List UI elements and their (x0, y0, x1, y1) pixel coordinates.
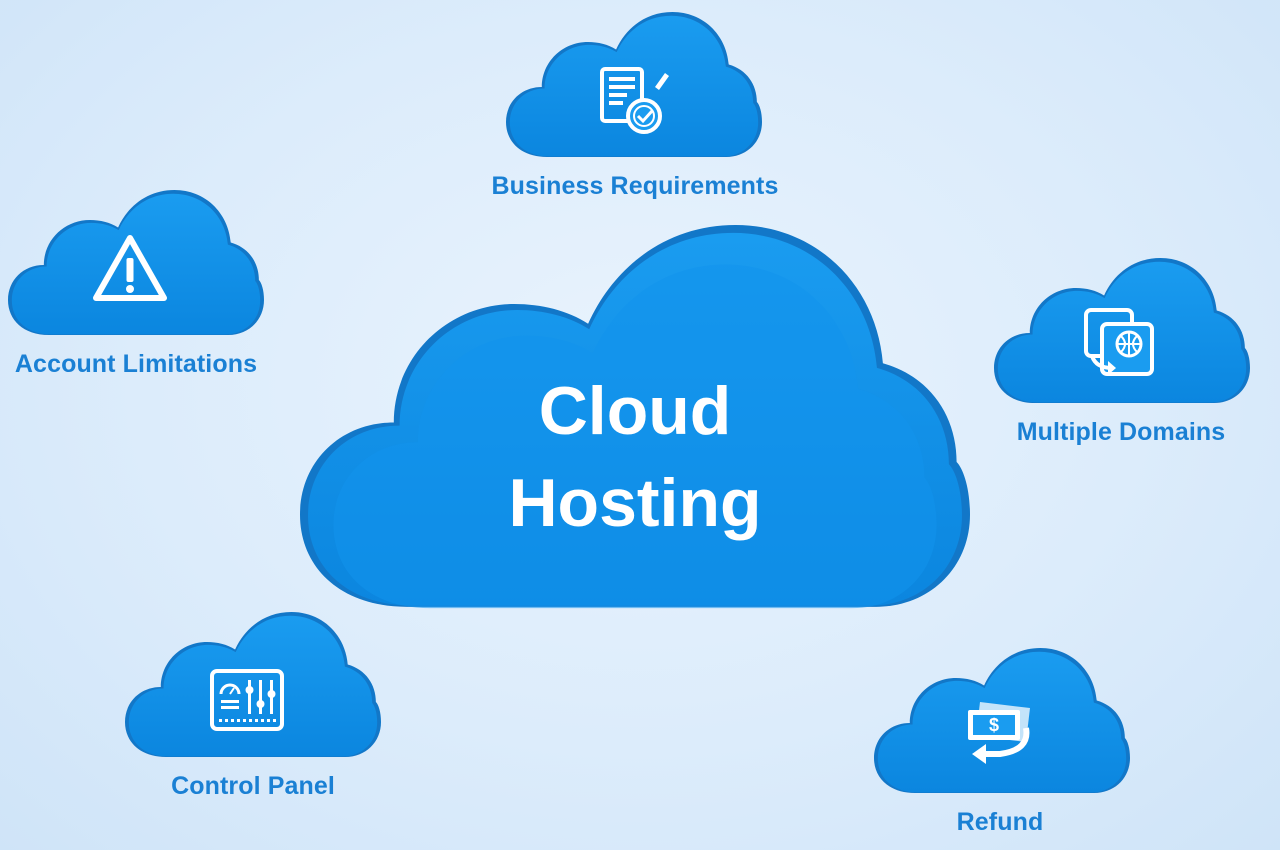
svg-text:$: $ (989, 715, 999, 735)
domains-icon (1084, 308, 1154, 376)
refund-node: $ (874, 648, 1130, 798)
control-panel-icon (210, 669, 284, 731)
refund-icon: $ (968, 702, 1030, 764)
center-title: Cloud Hosting (435, 365, 835, 549)
account-limitations-label: Account Limitations (14, 350, 258, 378)
multiple-domains-label: Multiple Domains (1016, 418, 1226, 446)
warning-icon (93, 235, 167, 301)
refund-label: Refund (956, 808, 1044, 836)
control-panel-node (125, 612, 381, 762)
central-cloud: Cloud Hosting (300, 225, 970, 620)
document-check-icon (600, 67, 669, 134)
business-requirements-label: Business Requirements (491, 172, 779, 200)
center-title-line2: Hosting (508, 465, 762, 541)
account-limitations-node (8, 190, 264, 340)
center-title-line1: Cloud (538, 373, 732, 449)
business-requirements-node (506, 12, 762, 162)
multiple-domains-node (994, 258, 1250, 408)
control-panel-label: Control Panel (171, 772, 335, 800)
